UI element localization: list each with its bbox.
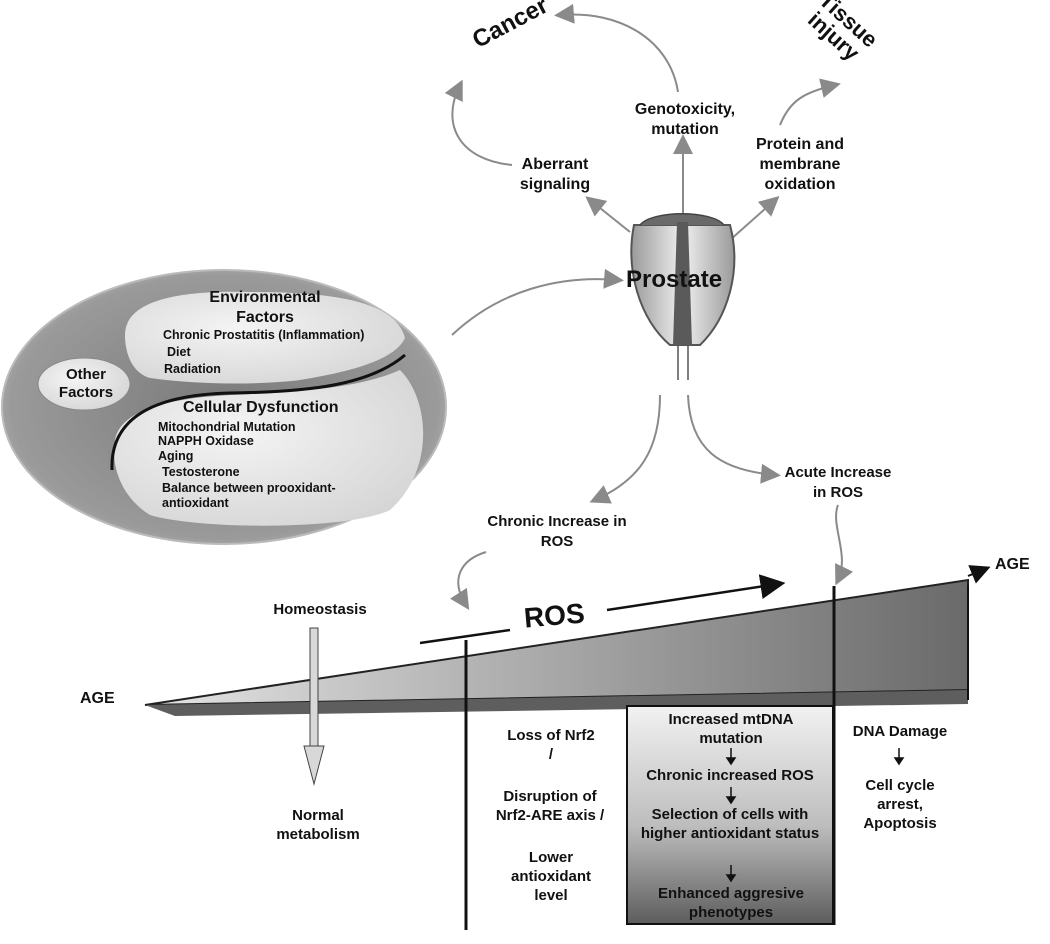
outcome-arrows	[444, 3, 854, 611]
age-right-label: AGE	[995, 556, 1030, 573]
other-factors-label: Other Factors	[58, 366, 114, 401]
cellular-item: Aging	[158, 449, 194, 463]
factors-oval	[1, 269, 447, 545]
prostate-gland	[630, 213, 736, 380]
arrow-to-protein-oxidation	[729, 196, 780, 241]
cellular-item: Testosterone	[162, 465, 240, 479]
arrow-acute-to-age	[835, 504, 854, 586]
mtdna-label: Increased mtDNA mutation	[668, 711, 794, 747]
small-down-arrows	[725, 748, 905, 883]
disruption-label: Disruption of Nrf2-ARE axis /	[495, 788, 605, 824]
acute-increase-label: Acute Increase in ROS	[784, 464, 892, 501]
environmental-item: Diet	[167, 345, 191, 359]
ros-line-left	[419, 628, 511, 645]
environmental-item: Radiation	[164, 362, 221, 376]
prostate-label: Prostate	[626, 266, 723, 293]
age-left-label: AGE	[80, 690, 115, 707]
arrow-factors-to-prostate	[451, 268, 624, 336]
aggressive-label: Enhanced aggresive phenotypes	[658, 885, 804, 921]
arrow-prostate-to-chronic	[589, 394, 661, 504]
age-arrow-right	[967, 565, 991, 584]
lower-antioxidant-label: Lower antioxidant level	[510, 849, 591, 904]
environmental-item: Chronic Prostatitis (Inflammation)	[163, 328, 365, 342]
arrow-signaling-to-cancer	[444, 79, 513, 166]
arrow-genotoxicity-to-cancer	[554, 3, 679, 93]
environmental-factors-title: Environmental Factors	[209, 289, 321, 326]
arrow-to-aberrant-signaling	[585, 196, 631, 233]
cellular-dysfunction-title: Cellular Dysfunction	[183, 399, 339, 416]
genotoxicity-label: Genotoxicity, mutation	[634, 101, 736, 138]
normal-metabolism-label: Normal metabolism	[276, 807, 360, 843]
cellular-item: Mitochondrial Mutation	[158, 420, 296, 434]
ros-label: ROS	[522, 597, 586, 634]
arrow-chronic-to-age	[450, 551, 487, 611]
homeostasis-arrow	[303, 627, 325, 786]
chronic-increase-label: Chronic Increase in ROS	[487, 513, 627, 550]
arrow-prostate-to-acute	[687, 394, 781, 484]
loss-nrf2-label: Loss of Nrf2 /	[507, 727, 595, 763]
cell-cycle-label: Cell cycle arrest, Apoptosis	[863, 777, 937, 832]
arrow-oxidation-to-injury	[779, 78, 841, 126]
cellular-item: NAPPH Oxidase	[158, 434, 254, 448]
homeostasis-label: Homeostasis	[273, 601, 367, 618]
protein-oxidation-label: Protein and membrane oxidation	[755, 136, 844, 193]
aberrant-signaling-label: Aberrant signaling	[519, 156, 591, 193]
selection-label: Selection of cells with higher antioxida…	[640, 806, 820, 842]
ros-arrow-right	[606, 574, 786, 612]
chronic-ros-label: Chronic increased ROS	[646, 767, 814, 784]
selection-box	[626, 705, 834, 925]
cellular-item: Balance between prooxidant-antioxidant	[162, 481, 336, 510]
dna-damage-label: DNA Damage	[852, 723, 948, 740]
